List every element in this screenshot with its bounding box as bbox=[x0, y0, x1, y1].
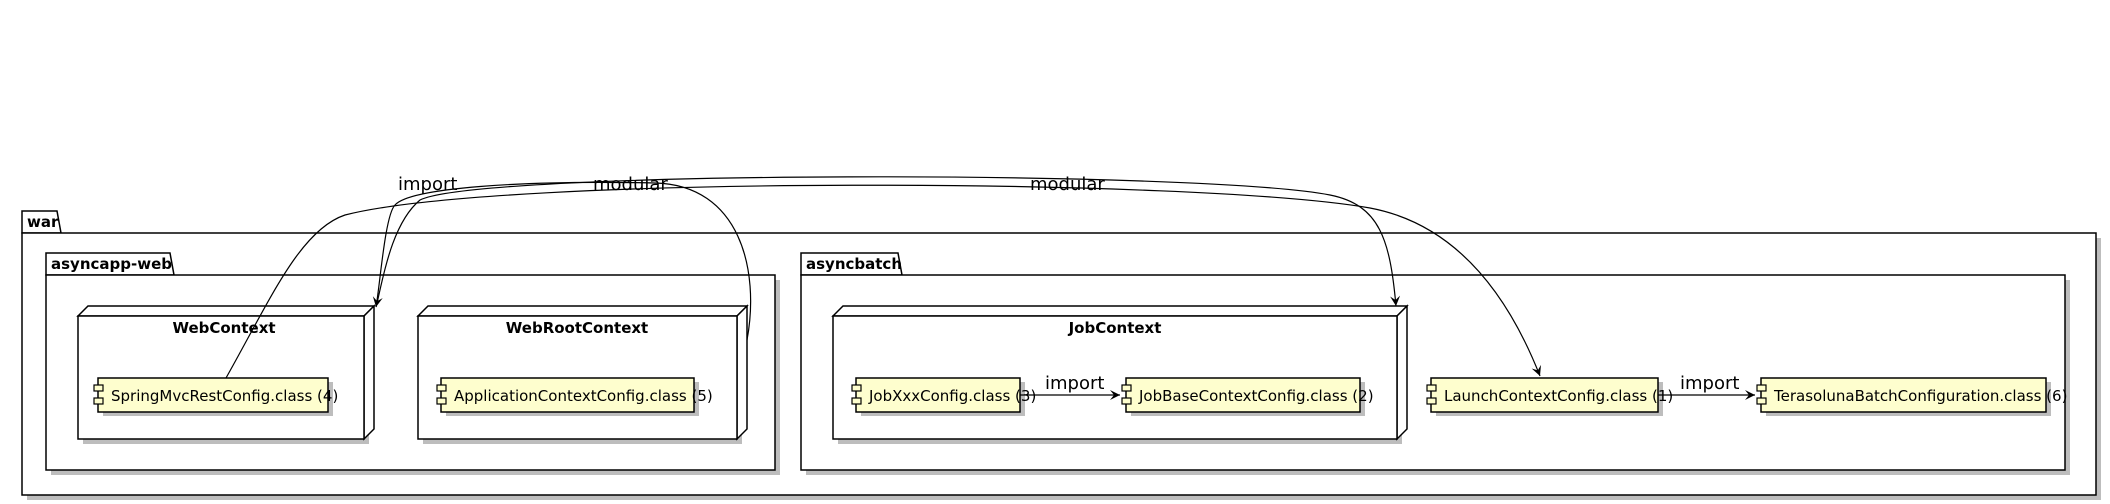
component-applicationcontextconfig-label: ApplicationContextConfig.class (5) bbox=[454, 387, 713, 405]
component-launchcontextconfig-label: LaunchContextConfig.class (1) bbox=[1444, 387, 1673, 405]
edge-springmvc-to-launch bbox=[225, 184, 1541, 379]
node-jobcontext: JobContext bbox=[831, 304, 1409, 444]
node-jobcontext-label: JobContext bbox=[1068, 319, 1162, 337]
package-asyncbatch-label: asyncbatch bbox=[806, 255, 902, 273]
component-applicationcontextconfig[interactable]: ApplicationContextConfig.class (5) bbox=[436, 377, 713, 416]
component-springmvcrestconfig-label: SpringMvcRestConfig.class (4) bbox=[111, 387, 338, 405]
package-asyncapp-web-label: asyncapp-web bbox=[51, 255, 172, 273]
component-jobxxxconfig[interactable]: JobXxxConfig.class (3) bbox=[851, 377, 1036, 416]
edge-webroot-to-webcontext bbox=[372, 181, 752, 341]
edge-label-modular-webroot: modular bbox=[593, 174, 668, 195]
edge-label-modular-webcontext: modular bbox=[1030, 174, 1105, 195]
node-webrootcontext-label: WebRootContext bbox=[506, 319, 648, 337]
edge-label-import-launch: import bbox=[1680, 373, 1739, 394]
node-webcontext: WebContext bbox=[76, 304, 376, 444]
component-jobbasecontextconfig[interactable]: JobBaseContextConfig.class (2) bbox=[1121, 377, 1374, 416]
package-war-label: war bbox=[27, 213, 59, 231]
edge-webcontext-to-jobcontext bbox=[375, 176, 1401, 308]
node-webrootcontext: WebRootContext bbox=[416, 304, 749, 444]
edge-label-import-jobxxx: import bbox=[1045, 373, 1104, 394]
component-springmvcrestconfig[interactable]: SpringMvcRestConfig.class (4) bbox=[93, 377, 338, 416]
edge-label-import-springmvc: import bbox=[398, 174, 457, 195]
node-webcontext-label: WebContext bbox=[172, 319, 275, 337]
component-jobbasecontextconfig-label: JobBaseContextConfig.class (2) bbox=[1138, 387, 1374, 405]
component-terasolunabatchconfiguration-label: TerasolunaBatchConfiguration.class (6) bbox=[1773, 387, 2067, 405]
component-launchcontextconfig[interactable]: LaunchContextConfig.class (1) bbox=[1426, 377, 1673, 416]
component-terasolunabatchconfiguration[interactable]: TerasolunaBatchConfiguration.class (6) bbox=[1756, 377, 2067, 416]
component-jobxxxconfig-label: JobXxxConfig.class (3) bbox=[868, 387, 1036, 405]
